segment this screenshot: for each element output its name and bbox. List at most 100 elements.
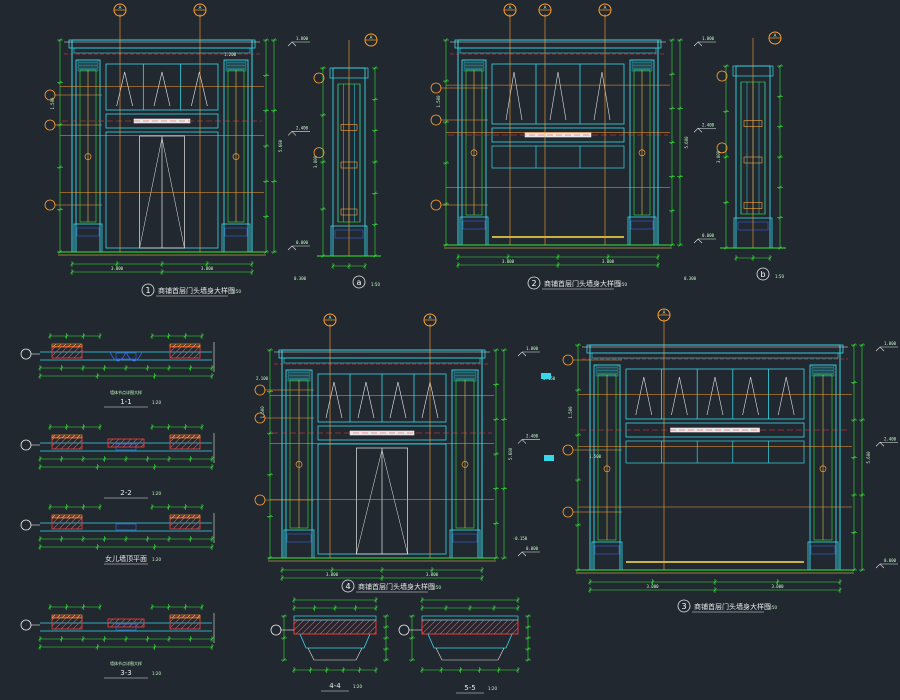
door-swing-mark	[109, 351, 127, 362]
elevation-marker-2	[527, 276, 541, 290]
side-view-marker-a-label: a	[357, 278, 362, 287]
cornice-profile	[427, 633, 513, 649]
level-mark-icon	[875, 441, 885, 447]
pilaster-ornament-icon	[819, 465, 827, 473]
detail-ref-icon	[430, 199, 442, 211]
elevation-marker-3	[677, 599, 691, 613]
section-title-s33: 3-3	[120, 669, 131, 677]
detail-ref-icon	[562, 444, 574, 456]
level-value: 1.800	[526, 346, 539, 351]
level-value: 2.400	[296, 125, 309, 130]
level-mark-icon	[287, 130, 297, 136]
axis-bubble-label: A	[774, 33, 777, 38]
section-note-s11: 墙体节点详图大样	[110, 389, 142, 395]
level-mark-icon	[287, 41, 297, 47]
section-ref-icon	[20, 619, 32, 631]
level-value: 1.800	[884, 341, 897, 346]
elevation-title-2: 商铺首层门头墙身大样图	[544, 279, 621, 288]
detail-ref-icon	[562, 506, 574, 518]
axis-bubble-label: A	[663, 310, 666, 315]
detail-ref-icon	[313, 147, 325, 159]
section-ref-icon	[20, 439, 32, 451]
pilaster-ornament-icon	[461, 461, 469, 468]
dim-text: 5.600	[278, 139, 283, 152]
level-value: 0.000	[296, 240, 309, 245]
pilaster-ornament-icon	[603, 465, 611, 473]
level-tag	[541, 373, 551, 379]
elevation-scale-2: 1:50	[618, 282, 627, 287]
section-scale-s3: 1:20	[152, 557, 161, 562]
dim-text: 3.000	[502, 259, 515, 264]
level-value: 1.800	[702, 36, 715, 41]
dim-text: 1.500	[568, 406, 573, 419]
detail-ref-icon	[716, 142, 728, 154]
side-view-marker-a	[352, 275, 366, 289]
section-ref-icon	[270, 624, 282, 636]
elevation-marker-4-label: 4	[345, 582, 350, 591]
axis-bubble-label: A	[544, 5, 547, 10]
axis-bubble-label: A	[119, 5, 122, 10]
level-mark-icon	[517, 551, 527, 557]
elevation-marker-4	[341, 579, 355, 593]
level-mark-icon	[693, 41, 703, 47]
dim-text: 3.000	[716, 150, 721, 163]
section-scale-s22: 1:20	[152, 491, 161, 496]
section-scale-s55: 1:20	[488, 686, 497, 691]
level-value: 0.000	[702, 233, 715, 238]
dim-text: 5.600	[866, 451, 871, 464]
elevation-title-4: 商铺首层门头墙身大样图	[358, 582, 435, 591]
level-mark-icon	[287, 245, 297, 251]
section-s11: 1-1 1:20 墙体节点详图大样	[20, 333, 215, 408]
level-value: 0.000	[884, 558, 897, 563]
window-glazing-mark	[389, 381, 407, 419]
level-mark-icon	[693, 127, 703, 133]
axis-bubble-label: A	[604, 5, 607, 10]
window-glazing-mark	[357, 381, 375, 419]
dim-text: 1.500	[50, 97, 55, 110]
side-view-marker-b	[756, 267, 770, 281]
level-value: 2.400	[702, 122, 715, 127]
window-glazing-mark	[191, 71, 208, 107]
dim-text: -0.150	[513, 536, 528, 541]
elevation-marker-1-label: 1	[145, 286, 150, 295]
section-scale-s11: 1:20	[152, 400, 161, 405]
level-value: 0.000	[526, 546, 539, 551]
window-glazing-mark	[325, 381, 343, 419]
dim-text: 5.600	[508, 447, 513, 460]
pilaster-ornament-icon	[84, 153, 92, 160]
section-title-s22: 2-2	[120, 489, 131, 497]
level-mark-icon	[517, 351, 527, 357]
detail-ref-icon	[430, 114, 442, 126]
dim-text: 3.000	[426, 572, 439, 577]
level-value: 1.800	[296, 36, 309, 41]
dim-text: 5.600	[684, 136, 689, 149]
dim-text: 3.000	[771, 584, 784, 589]
elevation-title-1: 商铺首层门头墙身大样图	[158, 286, 235, 295]
section-ref-icon	[398, 624, 410, 636]
window-glazing-mark	[742, 376, 759, 416]
elevation-title-3: 商铺首层门头墙身大样图	[694, 602, 771, 611]
level-value: 2.400	[526, 434, 539, 439]
pilaster-ornament-icon	[638, 149, 646, 157]
level-mark-icon	[875, 346, 885, 352]
detail-ref-icon	[44, 119, 56, 131]
pilaster-ornament-icon	[295, 461, 303, 468]
elevation-marker-3-label: 3	[681, 602, 686, 611]
detail-ref-icon	[254, 494, 266, 506]
window-glazing-mark	[593, 71, 611, 121]
section-ref-icon	[20, 348, 32, 360]
window-glazing-mark	[671, 376, 688, 416]
dim-text: 1.500	[260, 406, 265, 419]
level-mark-icon	[693, 238, 703, 244]
level-mark-icon	[517, 439, 527, 444]
section-title-s11: 1-1	[120, 398, 131, 406]
detail-ref-icon	[313, 72, 325, 84]
